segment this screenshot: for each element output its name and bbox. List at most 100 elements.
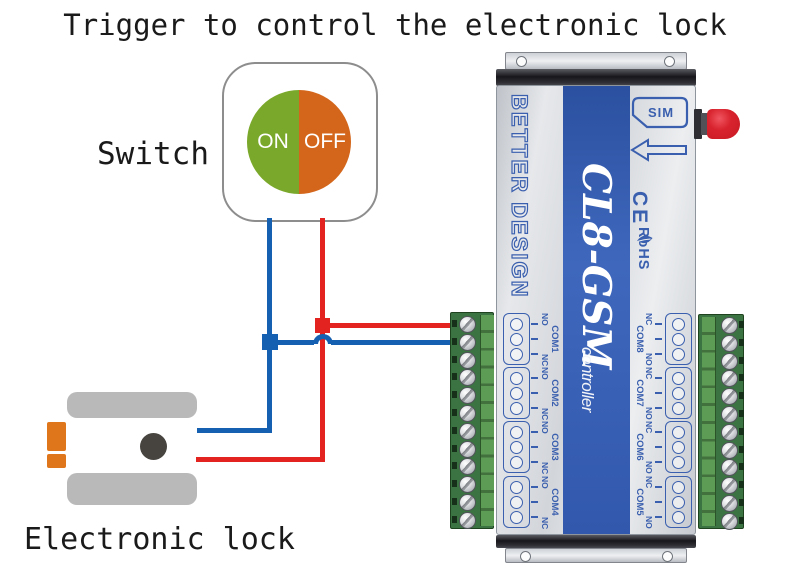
tick-mark: [655, 431, 662, 433]
wire-entry-hole: [739, 499, 744, 506]
terminal-block-right: [698, 314, 744, 530]
terminal-screw: [459, 316, 476, 333]
terminal-outline: [665, 421, 692, 473]
wire-entry-hole: [452, 355, 457, 363]
wire-entry-hole: [452, 373, 457, 381]
tick-mark: [531, 461, 538, 463]
terminal-hole: [672, 348, 685, 361]
tick-mark: [655, 501, 662, 503]
blue-wire-to-terminal-a: [272, 340, 314, 345]
relay-no-nc-label: NC: [644, 313, 654, 326]
terminal-hole: [672, 426, 685, 439]
terminal-strip: [480, 315, 494, 526]
bracket-hole: [516, 56, 527, 67]
terminal-outline: [665, 476, 692, 528]
blue-wire-down: [267, 348, 272, 433]
terminal-screw: [721, 370, 738, 388]
wire-entry-hole: [739, 445, 744, 453]
relay-com-label: COM7: [634, 379, 645, 407]
blue-wire-switch-drop: [267, 218, 272, 340]
tick-mark: [655, 392, 662, 394]
terminal-hole: [510, 333, 523, 346]
terminal-outline: [503, 476, 530, 528]
relay-no-nc-label: NC: [644, 367, 654, 380]
terminal-screw: [721, 512, 738, 530]
bracket-hole: [664, 56, 675, 67]
controller-blue-stripe: [563, 86, 630, 534]
wire-entry-hole: [739, 338, 744, 346]
wire-entry-hole: [739, 427, 744, 435]
tick-mark: [531, 446, 538, 448]
device-top-edge: [496, 69, 696, 86]
wire-entry-hole: [452, 320, 457, 327]
relay-no-nc-label: NC: [540, 407, 550, 420]
terminal-hole: [510, 402, 523, 415]
leaf-icon: [637, 235, 653, 244]
tick-mark: [655, 486, 662, 488]
terminal-strip: [702, 317, 716, 526]
red-wire-switch-drop: [320, 218, 325, 330]
relay-no-nc-label: NC: [540, 353, 550, 366]
device-bottom-edge: [496, 535, 696, 548]
terminal-screw: [721, 459, 738, 477]
sim-slot-icon: SIM: [631, 96, 689, 129]
wire-entry-hole: [452, 444, 457, 452]
terminal-screw: [721, 406, 738, 423]
blue-wire-to-lock: [197, 428, 269, 433]
terminal-screw: [459, 476, 476, 494]
relay-com-label: COM2: [549, 379, 560, 407]
tick-mark: [655, 407, 662, 409]
lock-label: Electronic lock: [24, 522, 295, 557]
terminal-outline: [503, 421, 530, 473]
tick-mark: [655, 516, 662, 518]
switch-off-label: OFF: [304, 130, 346, 153]
tick-mark: [655, 446, 662, 448]
tick-mark: [531, 392, 538, 394]
terminal-screw: [459, 458, 476, 476]
tick-mark: [655, 353, 662, 355]
terminal-hole: [510, 496, 523, 509]
relay-no-nc-label: NC: [644, 476, 654, 489]
terminal-screw: [721, 423, 738, 441]
terminal-hole: [510, 441, 523, 454]
wire-entry-hole: [452, 498, 457, 505]
terminal-screw: [459, 333, 476, 351]
model-type-text: controller: [578, 347, 597, 412]
terminal-screw: [721, 495, 738, 512]
wire-entry-hole: [452, 515, 457, 523]
bracket-hole: [520, 551, 531, 562]
wire-entry-hole: [452, 462, 457, 470]
terminal-screw: [721, 317, 738, 334]
relay-no-nc-label: NO: [644, 461, 654, 474]
sim-insert-arrow-icon: [630, 138, 687, 162]
terminal-hole: [672, 372, 685, 385]
relay-no-nc-label: NC: [540, 516, 550, 529]
lock-keyhole: [140, 433, 167, 460]
terminal-screw: [721, 477, 738, 495]
terminal-hole: [510, 318, 523, 331]
blue-junction-node: [262, 334, 278, 350]
terminal-hole: [510, 511, 523, 524]
antenna-icon: [707, 109, 740, 139]
tick-mark: [531, 431, 538, 433]
terminal-screw: [459, 387, 476, 405]
wire-entry-hole: [452, 409, 457, 416]
terminal-screw: [459, 351, 476, 369]
relay-com-label: COM3: [549, 433, 560, 461]
wire-entry-hole: [739, 392, 744, 400]
terminal-hole: [672, 318, 685, 331]
wire-entry-hole: [452, 337, 457, 345]
wire-entry-hole: [452, 426, 457, 434]
terminal-outline: [665, 313, 692, 365]
relay-no-nc-label: NO: [644, 353, 654, 366]
terminal-screw: [459, 422, 476, 440]
terminal-screw: [459, 511, 476, 529]
relay-no-nc-label: NO: [540, 313, 550, 326]
relay-no-nc-label: NO: [540, 476, 550, 489]
